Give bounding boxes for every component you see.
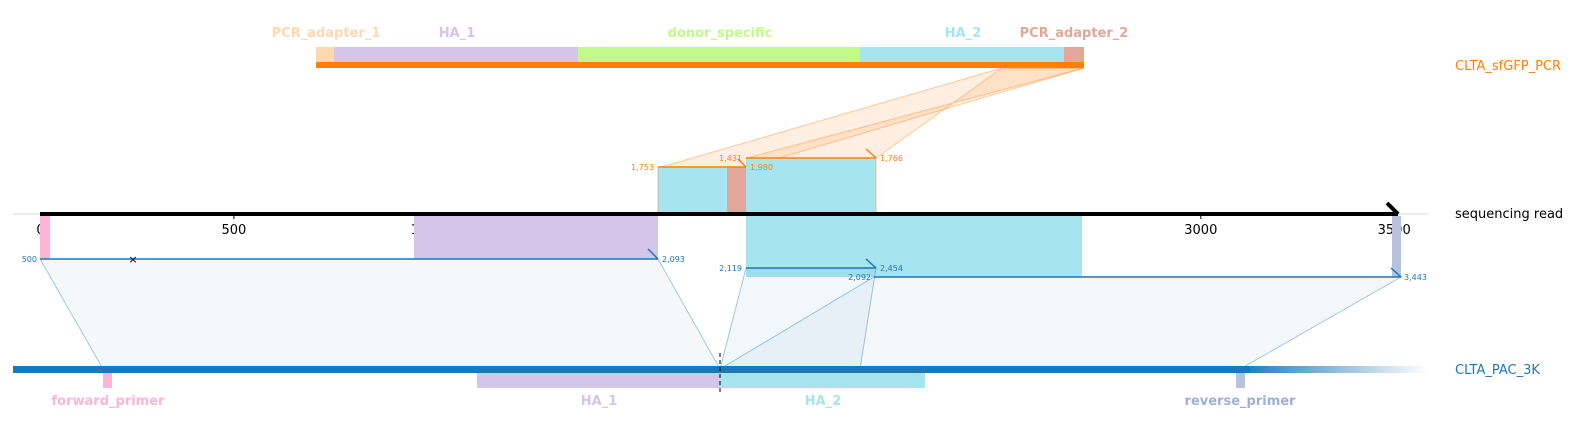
read-ha-1-block (414, 216, 658, 259)
read-upper-blocks: 1,753 1,980 1,431 1,766 (631, 148, 903, 212)
pcr-track-label: CLTA_sfGFP_PCR (1455, 59, 1561, 74)
read-ha-2-block-left (658, 167, 727, 212)
pcr-feature-label-adapter-1: PCR_adapter_1 (272, 26, 381, 41)
pcr-alignment-b-end-hook (865, 148, 877, 159)
target-alignment-a-mismatch-mark: × (128, 253, 137, 266)
target-forward-primer-block (103, 372, 112, 388)
read-track-label: sequencing read (1455, 207, 1563, 222)
read-adapter-2-block (727, 167, 746, 212)
pcr-alignment-b-end-coord: 1,766 (880, 154, 903, 163)
target-alignment-b-start-coord: 2,119 (719, 264, 742, 273)
target-feature-label-ha-2: HA_2 (805, 394, 842, 409)
pcr-alignment-b-band (746, 67, 1085, 159)
pcr-sequence-bar (316, 62, 1084, 68)
target-alignment-c-end-hook (1390, 267, 1402, 278)
read-reverse-primer-block (1392, 216, 1401, 277)
target-feature-label-reverse-primer: reverse_primer (1185, 394, 1297, 409)
pcr-alignment-a-end-hook (737, 158, 747, 168)
target-ha-1-block (477, 372, 720, 388)
pcr-feature-donor-specific-block (578, 47, 860, 63)
pcr-feature-label-adapter-2: PCR_adapter_2 (1020, 26, 1129, 41)
target-genome-track: forward_primer HA_1 HA_2 reverse_primer … (13, 353, 1540, 409)
target-sequence-bar-fade (1240, 366, 1428, 373)
target-reverse-primer-block (1236, 372, 1245, 388)
pcr-feature-ha-2-block (860, 47, 1064, 63)
target-track-label: CLTA_PAC_3K (1455, 363, 1540, 378)
target-alignment-a-band (39, 258, 721, 370)
target-alignment-connectors (39, 258, 1403, 370)
read-ha-2-block-right (746, 158, 876, 212)
read-axis-end-arrow (1385, 201, 1400, 216)
read-lower-blocks (40, 216, 1401, 277)
target-alignment-c-start-coord: 2,092 (848, 273, 871, 282)
pcr-feature-ha-1-block (334, 47, 578, 63)
target-alignment-a-start-coord: 500 (22, 255, 37, 264)
read-axis-tick-label-500: 500 (221, 223, 246, 238)
target-alignment-lines: × 500 2,093 2,119 2,454 2,092 3,443 (22, 248, 1427, 282)
target-alignment-a-end-hook (647, 248, 659, 260)
pcr-alignment-a-end-coord: 1,980 (750, 163, 773, 172)
target-alignment-b-end-hook (865, 258, 877, 269)
target-ha-2-block (720, 372, 925, 388)
target-feature-label-forward-primer: forward_primer (52, 394, 166, 409)
pcr-feature-label-ha-1: HA_1 (439, 26, 476, 41)
read-ha-2-block-lower (746, 216, 1082, 277)
pcr-alignment-a-start-coord: 1,753 (631, 163, 654, 172)
pcr-feature-adapter-2-block (1064, 47, 1084, 63)
target-alignment-a-end-coord: 2,093 (662, 255, 685, 264)
target-alignment-c-end-coord: 3,443 (1404, 273, 1427, 282)
target-sequence-bar (13, 366, 1250, 373)
target-feature-label-ha-1: HA_1 (581, 394, 618, 409)
pcr-product-track: PCR_adapter_1 HA_1 donor_specific HA_2 P… (272, 26, 1561, 74)
read-forward-primer-block (40, 216, 50, 259)
read-axis-tick-label-3000: 3000 (1184, 223, 1217, 238)
pcr-feature-label-ha-2: HA_2 (945, 26, 982, 41)
pcr-feature-adapter-1-block (316, 47, 334, 63)
target-alignment-b-end-coord: 2,454 (880, 264, 903, 273)
pcr-feature-label-donor-specific: donor_specific (668, 26, 773, 41)
pcr-alignment-b-start-coord: 1,431 (719, 154, 742, 163)
